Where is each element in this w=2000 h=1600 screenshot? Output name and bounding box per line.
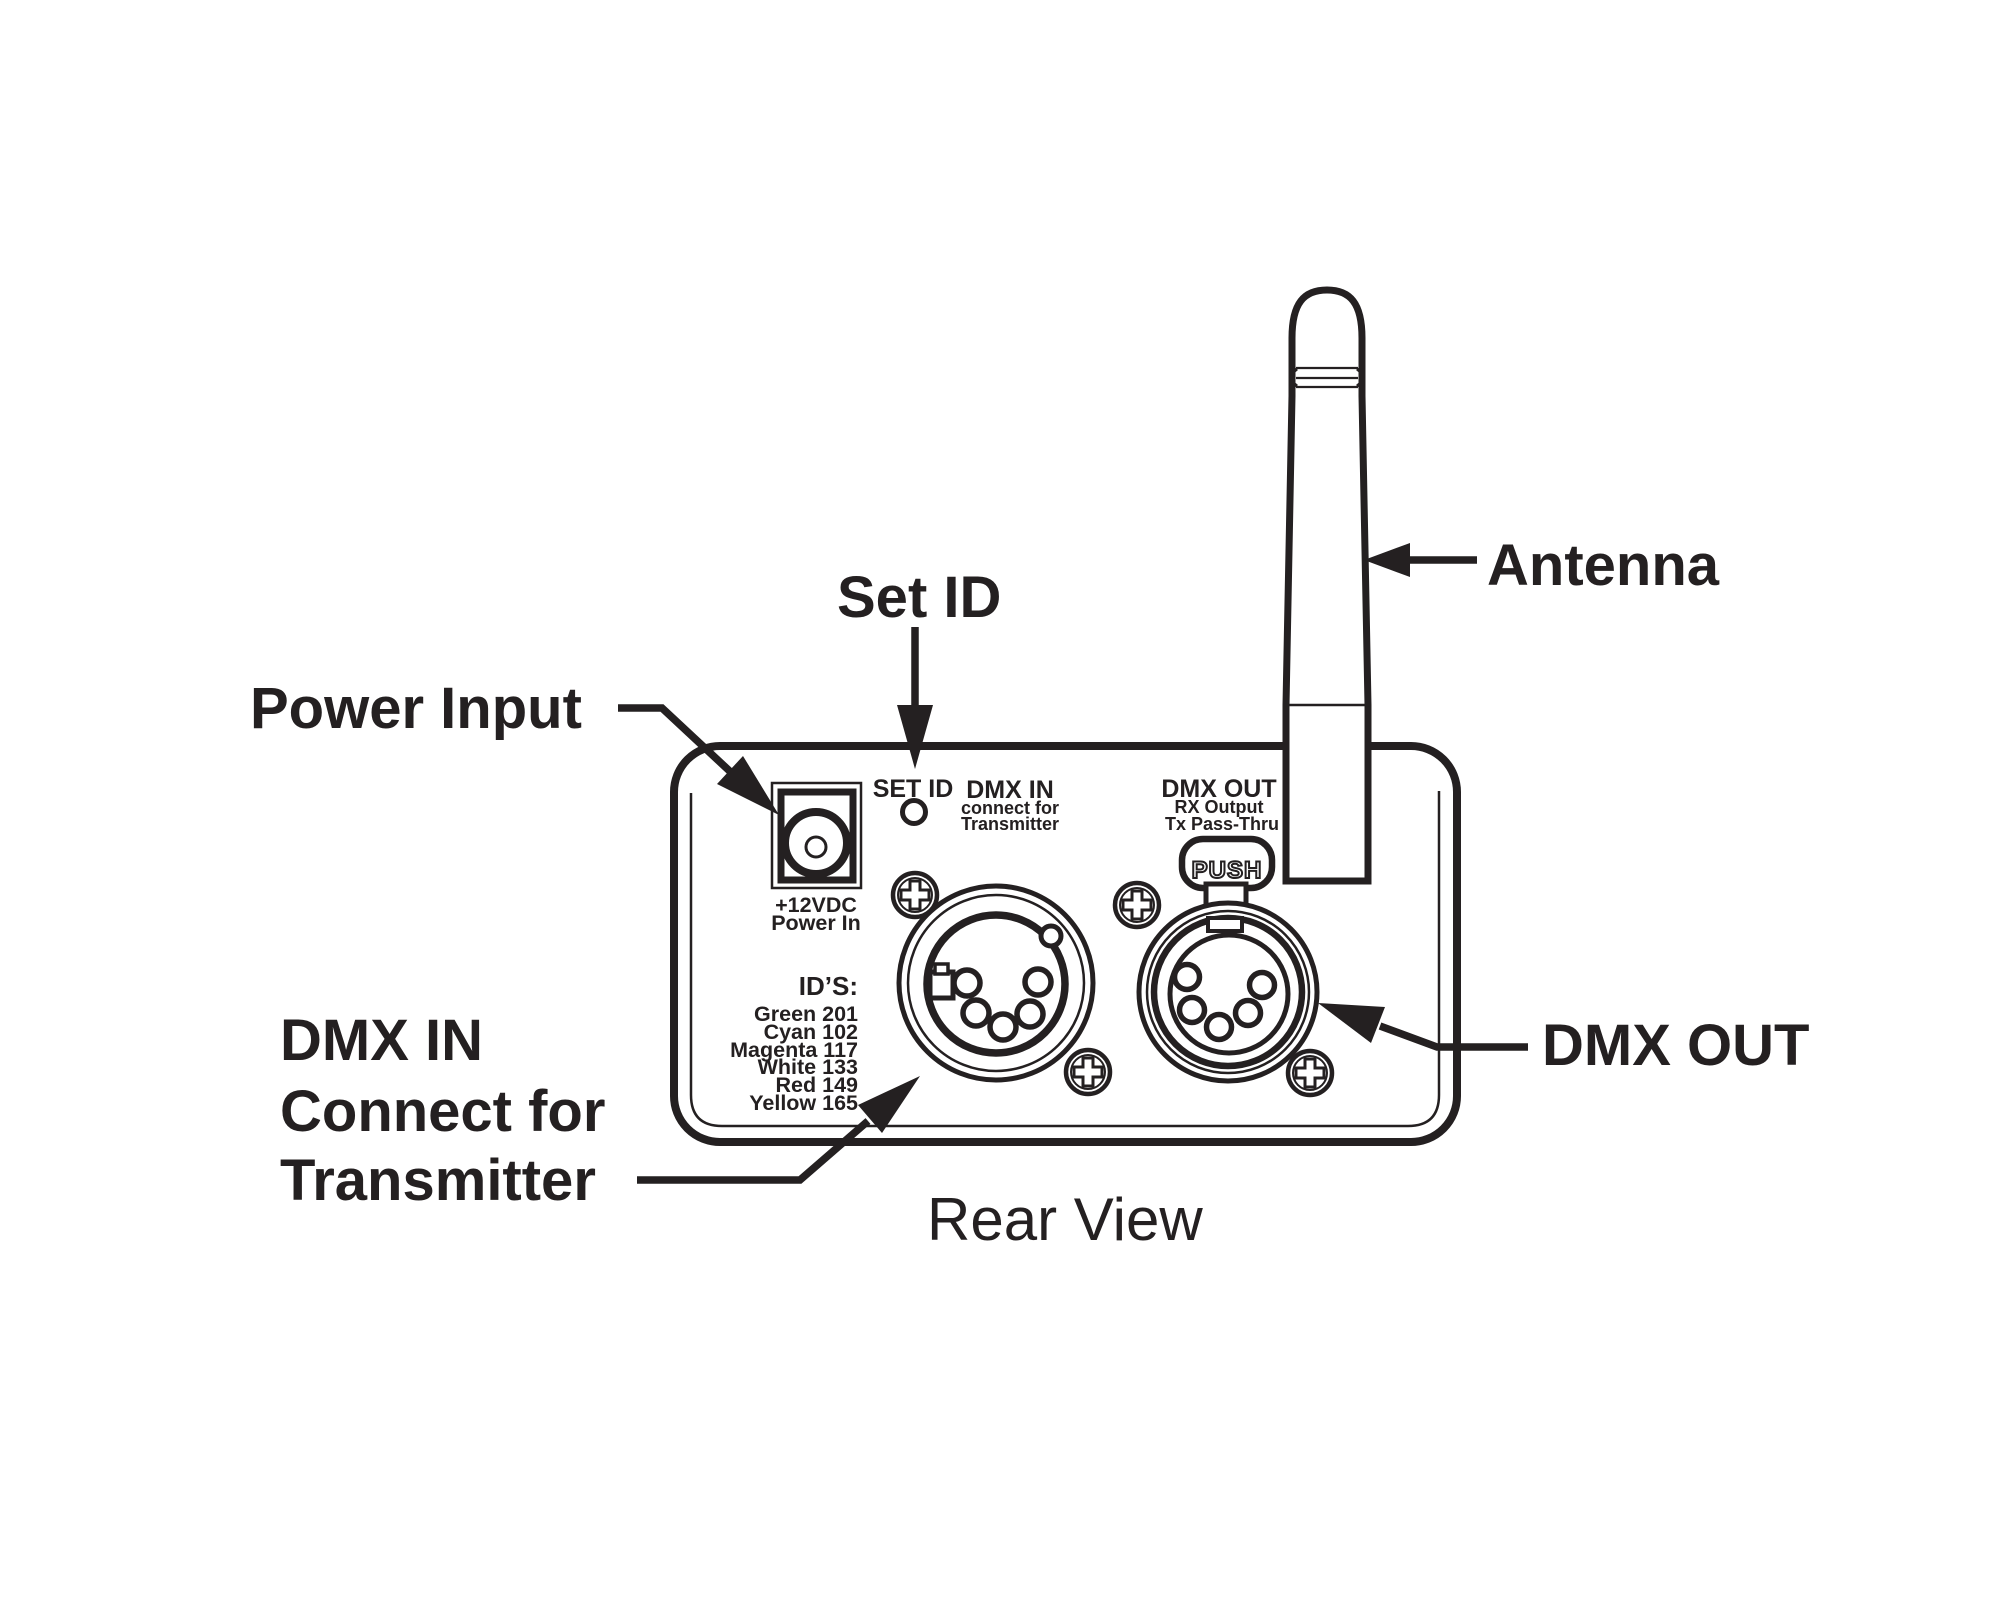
id-list-item: Yellow 165	[749, 1091, 858, 1115]
dmx-in-pin-hole	[987, 1011, 1019, 1043]
antenna-body	[1282, 286, 1372, 885]
dmx-in-callout-line3: Transmitter	[280, 1148, 596, 1213]
dmx-in-connector	[893, 873, 1110, 1094]
dmx-out-callout-label: DMX OUT	[1542, 1013, 1809, 1078]
power-jack-label-line2: Power In	[771, 911, 861, 935]
dmx-in-panel-sub1: connect for	[961, 798, 1059, 818]
dmx-in-callout: DMX IN Connect for Transmitter	[280, 1008, 920, 1213]
dmx-out-leader	[1378, 1022, 1528, 1051]
dmx-in-key-notch	[1038, 923, 1064, 949]
set-id-button: SET ID	[873, 775, 953, 826]
id-list-item: Green 201	[754, 1002, 858, 1026]
antenna-ridge-notch	[1356, 362, 1365, 378]
power-jack-label-line1: +12VDC	[775, 893, 857, 917]
power-input-arrowhead	[717, 756, 779, 815]
dmx-in-pin-hole	[951, 967, 983, 999]
dmx-in-pin-hole	[1014, 998, 1046, 1030]
id-list-item: White 133	[758, 1055, 858, 1079]
antenna	[1282, 286, 1372, 885]
dmx-in-latch-tab	[927, 969, 956, 1001]
dmx-in-panel-title: DMX IN	[966, 776, 1054, 804]
screw-icon	[1066, 1050, 1110, 1094]
power-jack-plate	[770, 781, 863, 890]
dmx-out-callout: DMX OUT	[1318, 1003, 1809, 1078]
dmx-out-pin	[1232, 997, 1264, 1029]
antenna-callout: Antenna	[1364, 533, 1720, 598]
set-id-arrowhead	[897, 705, 933, 769]
dmx-out-panel-sub1: RX Output	[1175, 797, 1264, 817]
antenna-ridge-notch	[1289, 377, 1298, 393]
power-input-callout-label: Power Input	[250, 676, 582, 741]
dmx-in-latch-tab-step	[933, 962, 950, 976]
antenna-arrowhead	[1364, 543, 1410, 577]
id-list-item: Magenta 117	[730, 1038, 858, 1062]
id-list-heading: ID’S:	[799, 971, 858, 1001]
dmx-out-panel-sub2: Tx Pass-Thru	[1165, 814, 1279, 834]
device-inner-outline	[689, 791, 1441, 1128]
set-id-callout: Set ID	[837, 565, 1001, 769]
id-list-item: Red 149	[776, 1073, 859, 1097]
dmx-in-panel-label: DMX IN connect for Transmitter	[961, 776, 1059, 834]
dmx-out-panel-label: DMX OUT RX Output Tx Pass-Thru	[1161, 775, 1279, 834]
dmx-in-callout-line2: Connect for	[280, 1079, 605, 1144]
antenna-ridge-notch	[1356, 377, 1365, 393]
dmx-in-pin-hole	[1022, 966, 1054, 998]
dmx-in-leader	[637, 1118, 871, 1184]
dmx-in-arrowhead	[858, 1076, 920, 1133]
antenna-callout-label: Antenna	[1487, 533, 1720, 598]
dmx-out-latch-notch	[1206, 916, 1244, 933]
power-jack-barrel	[781, 808, 851, 878]
id-list-item: Cyan 102	[764, 1020, 858, 1044]
dmx-in-flange-inner-ring	[906, 893, 1086, 1073]
power-jack-pin-hole	[804, 835, 828, 859]
set-id-callout-label: Set ID	[837, 565, 1001, 630]
power-jack: +12VDC Power In	[770, 781, 863, 935]
screw-icon	[1288, 1051, 1332, 1095]
dmx-out-pin	[1203, 1011, 1235, 1043]
push-tab-label: PUSH	[1192, 857, 1263, 884]
dmx-in-pin-hole	[960, 997, 992, 1029]
dmx-in-panel-sub2: Transmitter	[961, 814, 1059, 834]
set-id-button-hole	[900, 798, 928, 826]
dmx-out-panel-title: DMX OUT	[1161, 775, 1276, 803]
dmx-out-pin	[1171, 961, 1203, 993]
dmx-out-connector: PUSH	[1115, 835, 1332, 1095]
rear-view-caption: Rear View	[927, 1186, 1203, 1253]
screw-icon	[893, 873, 937, 917]
power-input-callout: Power Input	[250, 676, 779, 815]
screw-icon	[1115, 883, 1159, 927]
power-input-leader	[618, 704, 739, 780]
dmx-out-flange-inner-ring	[1145, 909, 1311, 1075]
antenna-ridge-notch	[1289, 362, 1298, 378]
dmx-in-callout-line1: DMX IN	[280, 1008, 483, 1073]
dmx-out-arrowhead	[1318, 1003, 1385, 1043]
dmx-out-pin	[1246, 969, 1278, 1001]
dmx-out-pin	[1176, 994, 1208, 1026]
id-list: ID’S: Green 201 Cyan 102 Magenta 117 Whi…	[730, 971, 858, 1115]
